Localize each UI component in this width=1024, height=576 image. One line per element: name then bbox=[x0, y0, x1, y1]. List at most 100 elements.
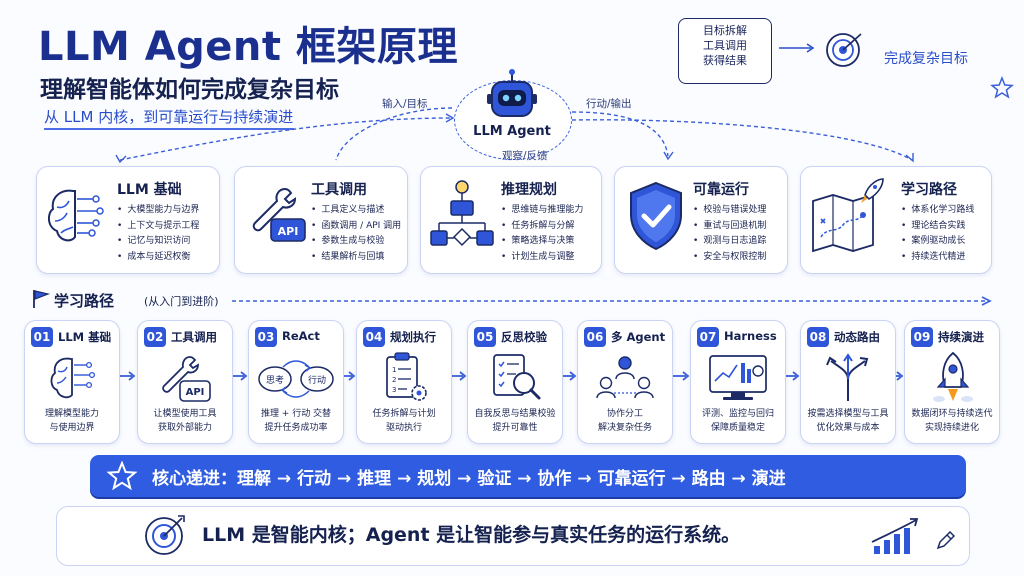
note-line: 工具调用 bbox=[703, 39, 747, 52]
card-item: 理论结合实践 bbox=[901, 219, 974, 235]
wrench-api-icon: API bbox=[162, 356, 211, 402]
card-item: 安全与权限控制 bbox=[693, 250, 766, 266]
path-title: 学习路径 bbox=[54, 292, 115, 310]
sticky-note: 目标拆解 工具调用 获得结果 bbox=[678, 18, 772, 84]
goal-label: 完成复杂目标 bbox=[884, 51, 968, 67]
card-item: 重试与回退机制 bbox=[693, 219, 766, 235]
shield-check-icon bbox=[630, 181, 682, 251]
step-description: 按需选择模型与工具优化效果与成本 bbox=[807, 409, 889, 433]
card-reliable-operation: 可靠运行 校验与错误处理 重试与回退机制 观测与日志追踪 安全与权限控制 bbox=[614, 166, 788, 274]
step-description: 推理 + 行动 交替提升任务成功率 bbox=[260, 409, 332, 433]
card-item: 持续迭代精进 bbox=[901, 250, 974, 266]
summary-text: LLM 是智能内核；Agent 是让智能参与真实任务的运行系统。 bbox=[202, 524, 741, 546]
map-rocket-icon bbox=[812, 178, 884, 253]
step-number: 05 bbox=[474, 327, 496, 347]
step-number: 09 bbox=[911, 327, 933, 347]
note-line: 目标拆解 bbox=[703, 24, 747, 37]
flowchart-icon bbox=[430, 180, 494, 247]
step-8: 08 动态路由 按需选择模型与工具优化效果与成本 bbox=[800, 320, 896, 444]
list-number: 2 bbox=[392, 376, 396, 384]
step-number: 04 bbox=[363, 327, 385, 347]
step-number: 07 bbox=[697, 327, 719, 347]
card-item: 思维链与推理能力 bbox=[501, 203, 583, 219]
card-list: 工具定义与描述 函数调用 / API 调用 参数生成与校验 结果解析与回填 bbox=[311, 203, 401, 265]
path-subtitle: (从入门到进阶) bbox=[144, 295, 219, 308]
step-name: 持续演进 bbox=[938, 330, 984, 344]
step-6: 06 多 Agent 协作分工解决复杂任务 bbox=[577, 320, 673, 444]
card-item: 体系化学习路线 bbox=[901, 203, 974, 219]
star-icon bbox=[990, 76, 1014, 99]
step-name: ReAct bbox=[282, 329, 320, 343]
card-item: 工具定义与描述 bbox=[311, 203, 401, 219]
step-name: 工具调用 bbox=[171, 330, 217, 344]
step-2: 02 工具调用 API 让模型使用工具获取外部能力 bbox=[137, 320, 233, 444]
page-title: LLM Agent 框架原理 bbox=[38, 24, 458, 70]
step-description: 让模型使用工具获取外部能力 bbox=[153, 409, 217, 433]
goal-arrow-area bbox=[779, 33, 862, 67]
card-list: 思维链与推理能力 任务拆解与分解 策略选择与决策 计划生成与调整 bbox=[501, 203, 583, 265]
core-progression-text: 核心递进：理解 → 行动 → 推理 → 规划 → 验证 → 协作 → 可靠运行 … bbox=[152, 469, 786, 489]
card-reasoning-planning: 推理规划 思维链与推理能力 任务拆解与分解 策略选择与决策 计划生成与调整 bbox=[420, 166, 602, 274]
card-llm-basics: LLM 基础 大模型能力与边界 上下文与提示工程 记忆与知识访问 成本与延迟权衡 bbox=[36, 166, 220, 274]
card-item: 策略选择与决策 bbox=[501, 234, 583, 250]
step-number: 02 bbox=[144, 327, 166, 347]
brain-icon bbox=[47, 189, 104, 242]
team-icon bbox=[596, 356, 654, 399]
card-item: 函数调用 / API 调用 bbox=[311, 219, 401, 235]
card-list: 大模型能力与边界 上下文与提示工程 记忆与知识访问 成本与延迟权衡 bbox=[117, 203, 199, 265]
card-list: 校验与错误处理 重试与回退机制 观测与日志追踪 安全与权限控制 bbox=[693, 203, 766, 265]
card-title: 可靠运行 bbox=[693, 182, 749, 198]
tagline: 从 LLM 内核，到可靠运行与持续演进 bbox=[44, 108, 294, 126]
dashboard-icon bbox=[709, 355, 767, 400]
step-9: 09 持续演进 数据闭环与持续迭代实现持续进化 bbox=[904, 320, 1000, 444]
card-item: 观测与日志追踪 bbox=[693, 234, 766, 250]
step-arrows bbox=[120, 371, 904, 381]
step-3: 03 ReAct 思考 行动 推理 + 行动 交替提升任务成功率 bbox=[248, 320, 344, 444]
card-title: 推理规划 bbox=[501, 182, 557, 198]
target-icon bbox=[145, 515, 185, 555]
card-item: 成本与延迟权衡 bbox=[117, 250, 199, 266]
path-dashed-line bbox=[232, 296, 992, 306]
think-label: 思考 bbox=[266, 375, 284, 386]
act-label: 行动 bbox=[308, 374, 326, 386]
tagline-underline bbox=[44, 128, 294, 130]
card-item: 任务拆解与分解 bbox=[501, 219, 583, 235]
pencil-icon bbox=[936, 530, 956, 550]
target-icon bbox=[826, 33, 862, 67]
checklist-magnifier-icon bbox=[493, 354, 541, 400]
growth-chart-icon bbox=[871, 518, 919, 554]
step-name: 规划执行 bbox=[390, 330, 436, 344]
card-item: 参数生成与校验 bbox=[311, 234, 401, 250]
flow-label-feedback: 观察/反馈 bbox=[502, 150, 548, 162]
card-item: 大模型能力与边界 bbox=[117, 203, 199, 219]
step-name: Harness bbox=[724, 329, 777, 343]
step-1: 01 LLM 基础 理解模型能力与使用边界 bbox=[24, 320, 120, 444]
card-title: 工具调用 bbox=[311, 182, 367, 198]
card-tool-calling: API 工具调用 工具定义与描述 函数调用 / API 调用 参数生成与校验 结… bbox=[234, 166, 408, 274]
flow-label-input: 输入/目标 bbox=[382, 98, 428, 110]
api-label: API bbox=[186, 387, 205, 398]
step-description: 数据闭环与持续迭代实现持续进化 bbox=[911, 409, 993, 433]
step-number: 06 bbox=[584, 327, 606, 347]
step-name: 动态路由 bbox=[834, 330, 880, 344]
step-number: 01 bbox=[31, 327, 53, 347]
card-item: 记忆与知识访问 bbox=[117, 234, 199, 250]
rocket-icon bbox=[933, 351, 973, 402]
step-description: 任务拆解与计划驱动执行 bbox=[372, 409, 436, 433]
think-act-cycle-icon: 思考 行动 bbox=[258, 360, 334, 398]
step-description: 自我反思与结果校验提升可靠性 bbox=[474, 409, 556, 433]
card-title: LLM 基础 bbox=[117, 182, 182, 198]
card-title: 学习路径 bbox=[901, 182, 957, 198]
step-description: 协作分工解决复杂任务 bbox=[597, 409, 652, 433]
page-subtitle: 理解智能体如何完成复杂目标 bbox=[40, 77, 339, 103]
core-progression-banner bbox=[90, 455, 966, 497]
star-icon bbox=[106, 461, 138, 491]
checklist-gear-icon: 1 2 3 bbox=[386, 352, 427, 401]
list-number: 3 bbox=[392, 386, 396, 394]
robot-icon bbox=[487, 69, 537, 117]
card-item: 结果解析与回填 bbox=[311, 250, 401, 266]
step-7: 07 Harness 评测、监控与回归保障质量稳定 bbox=[690, 320, 786, 444]
step-5: 05 反思校验 自我反思与结果校验提升可靠性 bbox=[467, 320, 563, 444]
card-item: 上下文与提示工程 bbox=[117, 219, 199, 235]
card-learning-path: 学习路径 体系化学习路线 理论结合实践 案例驱动成长 持续迭代精进 bbox=[800, 166, 992, 274]
